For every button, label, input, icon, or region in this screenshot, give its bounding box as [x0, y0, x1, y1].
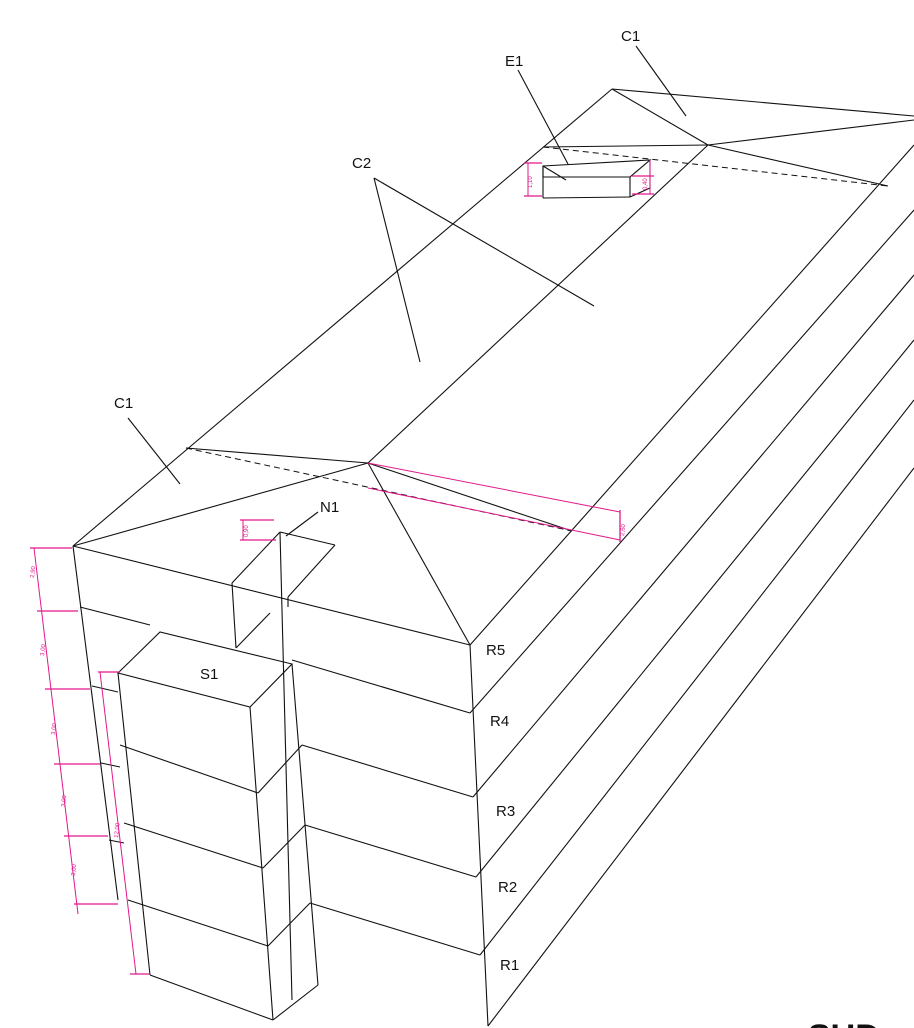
dim-n1-height: 0,90	[244, 525, 250, 537]
dimension-lines	[30, 160, 654, 975]
label-n1: N1	[320, 499, 339, 516]
dim-left-1: 2,90	[30, 565, 37, 578]
dim-stair-total: 12,00	[114, 822, 122, 838]
dim-left-5: 3,00	[71, 863, 78, 876]
label-c1-top: C1	[621, 28, 640, 45]
leader-lines	[127, 45, 687, 537]
dim-roof-rise: 2,60	[620, 523, 627, 536]
label-s1: S1	[200, 666, 218, 683]
label-r1: R1	[500, 957, 519, 974]
orientation-label: SUD	[808, 1018, 880, 1028]
dormer-n1	[231, 531, 336, 1001]
label-c2: C2	[352, 155, 371, 172]
label-r3: R3	[496, 803, 515, 820]
dim-e1-left: 1,10	[528, 176, 534, 188]
label-e1: E1	[505, 53, 523, 70]
dim-left-4: 3,00	[61, 794, 68, 807]
dim-left-3: 3,00	[51, 722, 58, 735]
chimney-e1	[542, 159, 652, 199]
dim-e1-right: 0,40	[643, 178, 649, 190]
label-c1-left: C1	[114, 395, 133, 412]
building-south-face	[469, 144, 914, 1027]
stair-tower-s1	[116, 631, 319, 1021]
hip-roof	[72, 88, 914, 646]
building-left-face	[72, 545, 489, 1027]
dim-left-2: 3,00	[40, 643, 47, 656]
label-r5: R5	[486, 642, 505, 659]
label-r2: R2	[498, 879, 517, 896]
label-r4: R4	[490, 713, 509, 730]
